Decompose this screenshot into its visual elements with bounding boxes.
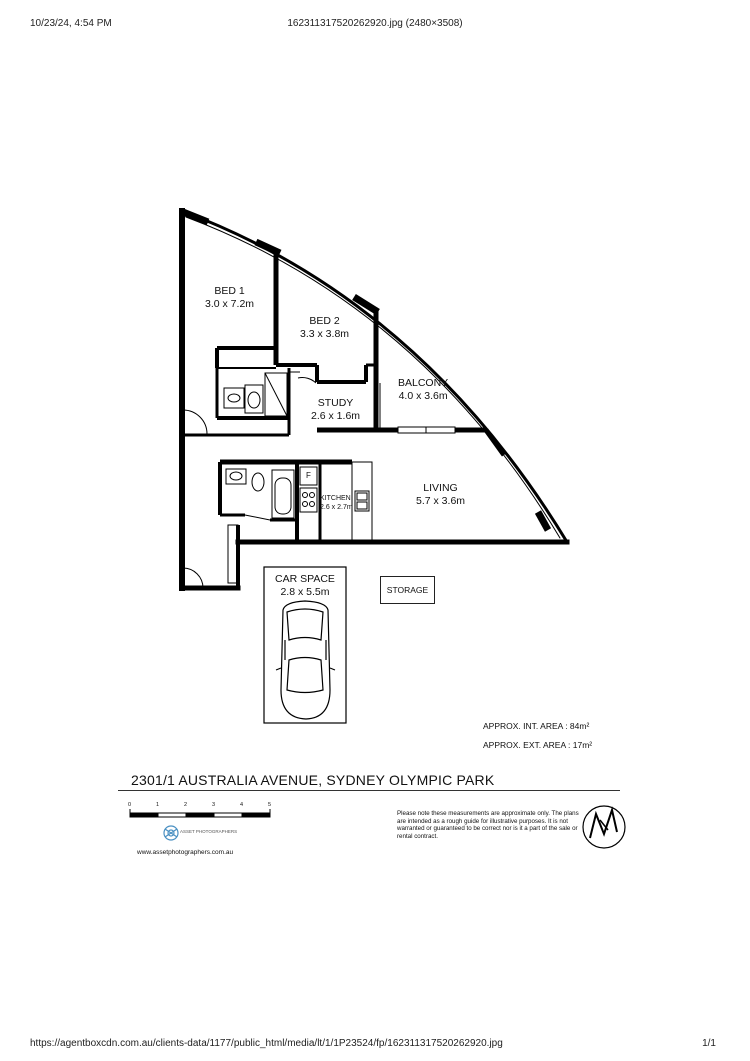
room-balcony-name: BALCONY: [398, 377, 449, 389]
disclaimer-text: Please note these measurements are appro…: [397, 810, 579, 840]
scale-label-2: 2: [184, 802, 188, 808]
scale-label-3: 3: [212, 802, 216, 808]
exterior-walls: [179, 208, 570, 591]
room-balcony-label: BALCONY 4.0 x 3.6m: [398, 377, 448, 403]
asset-photographers-logo-mark: [163, 825, 179, 841]
kitchen-fixtures: [299, 461, 373, 543]
fridge-label: F: [306, 471, 311, 480]
scale-label-5: 5: [268, 802, 272, 808]
room-kitchen-name: KITCHEN: [320, 495, 351, 502]
room-kitchen-size: 2.6 x 2.7m: [320, 504, 353, 511]
car-space-outline: [263, 566, 347, 724]
car-space-label: CAR SPACE 2.8 x 5.5m: [275, 573, 335, 599]
room-living-size: 5.7 x 3.6m: [416, 495, 466, 507]
website-link[interactable]: www.assetphotographers.com.au: [137, 849, 234, 856]
room-bed1-label: BED 1 3.0 x 7.2m: [205, 285, 254, 311]
logo-text: ASSET PHOTOGRAPHERS: [180, 829, 238, 834]
print-footer-url: https://agentboxcdn.com.au/clients-data/…: [30, 1038, 503, 1049]
balcony-sliding-door: [379, 383, 456, 434]
property-address: 2301/1 AUSTRALIA AVENUE, SYDNEY OLYMPIC …: [131, 772, 495, 788]
room-study-size: 2.6 x 1.6m: [311, 410, 361, 422]
scale-label-4: 4: [240, 802, 244, 808]
storage-label: STORAGE: [380, 576, 435, 604]
print-footer-page: 1/1: [702, 1038, 716, 1049]
car-space-name: CAR SPACE: [275, 573, 335, 585]
scale-label-1: 1: [156, 802, 160, 808]
bathroom-fixtures: [225, 468, 295, 584]
scale-bar: [129, 809, 271, 818]
room-bed2-name: BED 2: [309, 315, 340, 327]
room-kitchen-label: KITCHEN 2.6 x 2.7m: [320, 494, 353, 512]
room-bed1-size: 3.0 x 7.2m: [205, 298, 255, 310]
car-icon: [275, 600, 336, 720]
print-header-file-title: 1623113175202629​20.jpg (2480×3508): [287, 18, 463, 29]
compass-label: N: [598, 836, 599, 849]
scale-label-0: 0: [128, 802, 132, 808]
room-study-label: STUDY 2.6 x 1.6m: [311, 397, 360, 423]
room-living-label: LIVING 5.7 x 3.6m: [416, 482, 465, 508]
ensuite-fixtures: [223, 372, 288, 417]
room-balcony-size: 4.0 x 3.6m: [398, 390, 448, 402]
external-area: APPROX. EXT. AREA : 17m²: [483, 740, 593, 750]
room-study-name: STUDY: [317, 397, 354, 409]
north-compass-icon: [582, 805, 626, 849]
door-swings: [182, 371, 317, 589]
car-space-size: 2.8 x 5.5m: [280, 586, 330, 598]
room-bed2-size: 3.3 x 3.8m: [300, 328, 350, 340]
room-bed1-name: BED 1: [214, 285, 245, 297]
print-header-datetime: 10/23/24, 4:54 PM: [30, 18, 112, 29]
interior-walls: [182, 250, 507, 542]
internal-area: APPROX. INT. AREA : 84m²: [483, 721, 590, 731]
room-living-name: LIVING: [423, 482, 458, 494]
address-divider: [118, 790, 620, 791]
room-bed2-label: BED 2 3.3 x 3.8m: [300, 315, 349, 341]
